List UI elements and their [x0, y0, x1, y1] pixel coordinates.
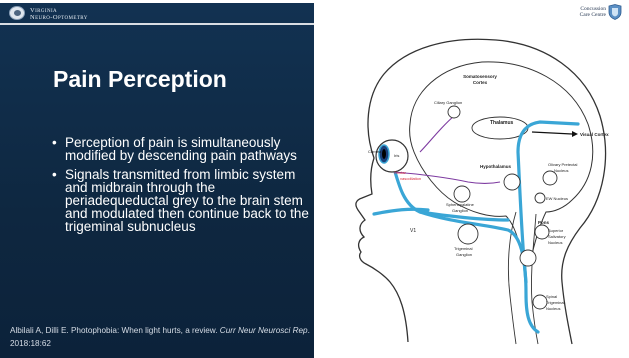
label-spinal-trigeminal-1: Spinal: [546, 294, 557, 299]
brain-outline: [410, 62, 593, 254]
label-ocular: Ocular: [394, 170, 406, 175]
label-olivary-pretectal-2: Nucleus: [554, 168, 568, 173]
label-visual-cortex: Visual Cortex: [580, 132, 609, 137]
label-hypothalamus: Hypothalamus: [480, 164, 512, 169]
label-superior-salivatory-3: Nucleus: [548, 240, 562, 245]
eye-logo-icon: [9, 6, 25, 20]
org-name-line1: Virginia: [30, 7, 57, 14]
header-divider: [0, 23, 314, 25]
shield-logo-icon: [608, 4, 622, 20]
bullet-text: Signals transmitted from limbic system a…: [65, 167, 309, 234]
bullet-dot-icon: •: [52, 168, 57, 181]
label-iris: Iris: [394, 153, 399, 158]
citation-journal: Curr Neur Neurosci Rep: [220, 326, 308, 335]
label-thalamus: Thalamus: [490, 120, 514, 126]
brand-logo-text: Concussion Care Centre: [566, 6, 606, 18]
label-ciliary-ganglion: Ciliary Ganglion: [434, 100, 462, 105]
pain-pathway-diagram: Somatosensory Cortex Ciliary Ganglion Th…: [350, 32, 612, 348]
brand-line2: Care Centre: [566, 12, 606, 18]
label-superior-salivatory-2: Salivatory: [548, 234, 566, 239]
label-sphenopalatine-1: Sphenopalatine: [446, 202, 475, 207]
citation: Albilali A, Dilli E. Photophobia: When l…: [10, 324, 310, 350]
label-somatosensory-cortex-1: Somatosensory: [463, 74, 497, 79]
label-vasodilation: vasodilation: [400, 176, 421, 181]
org-name-line2: Neuro-Optometry: [30, 14, 88, 21]
label-spinal-trigeminal-3: Nucleus: [546, 306, 560, 311]
citation-authors: Albilali A, Dilli E. Photophobia: When l…: [10, 326, 220, 335]
label-spinal-trigeminal-2: Trigeminal: [546, 300, 565, 305]
slide-title: Pain Perception: [53, 66, 227, 93]
label-sphenopalatine-2: Ganglion: [452, 208, 468, 213]
label-trigeminal-ganglion-1: Trigeminal: [454, 246, 473, 251]
label-cornea: Cornea: [368, 149, 382, 154]
label-v1: V1: [410, 228, 416, 234]
label-pons: Pons: [538, 220, 549, 225]
bullet-dot-icon: •: [52, 136, 57, 149]
top-divider: [0, 0, 314, 3]
slide-left-panel: Virginia Neuro-Optometry Pain Perception…: [0, 0, 314, 358]
label-olivary-pretectal-1: Olivary Pretectal: [548, 162, 577, 167]
label-ew-nucleus: EW Nucleus: [546, 196, 568, 201]
label-superior-salivatory-1: Superior: [548, 228, 564, 233]
label-trigeminal-ganglion-2: Ganglion: [456, 252, 472, 257]
bullet-text: Perception of pain is simultaneously mod…: [65, 135, 297, 163]
visual-cortex-arrow: [532, 132, 572, 134]
label-somatosensory-cortex-2: Cortex: [473, 80, 488, 85]
bullet-item: • Signals transmitted from limbic system…: [52, 168, 312, 233]
bullet-item: • Perception of pain is simultaneously m…: [52, 136, 312, 162]
bullet-list: • Perception of pain is simultaneously m…: [52, 136, 312, 239]
